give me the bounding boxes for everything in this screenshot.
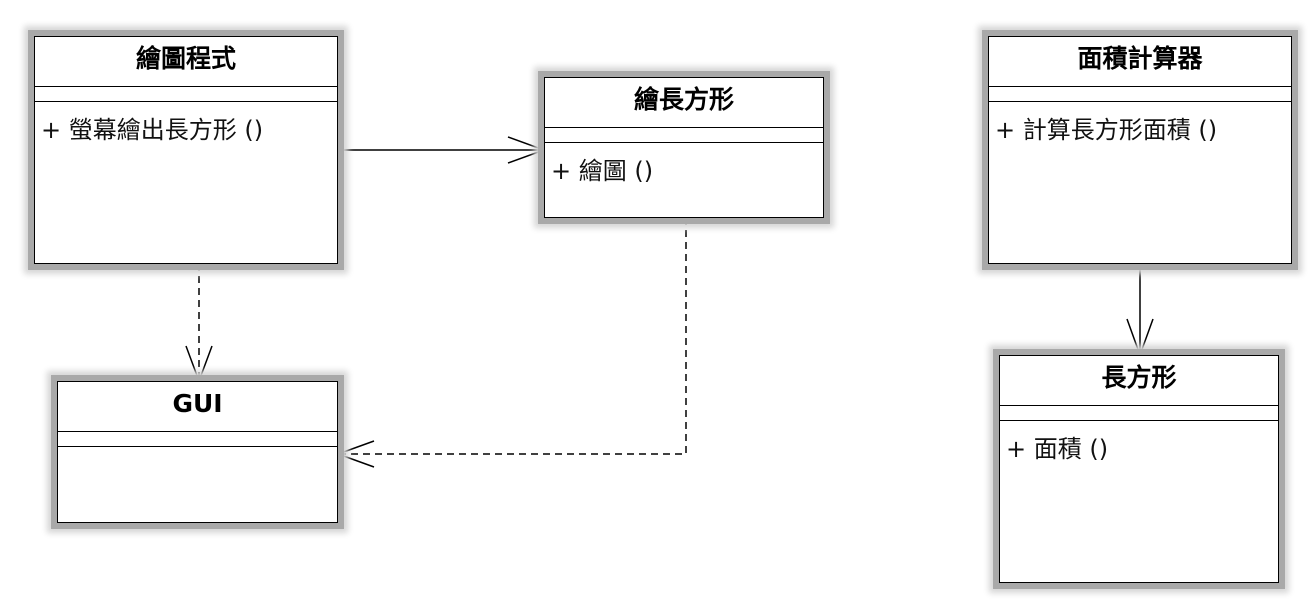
class-name: 繪長方形 xyxy=(545,78,823,128)
attributes-compartment xyxy=(1000,406,1278,421)
class-name: 繪圖程式 xyxy=(35,37,337,87)
class-draw-rectangle[interactable]: 繪長方形 + 繪圖 () xyxy=(544,77,824,218)
dependency-draw-rectangle-to-gui xyxy=(335,218,687,468)
attributes-compartment xyxy=(35,87,337,102)
class-rectangle[interactable]: 長方形 + 面積 () xyxy=(999,355,1279,583)
class-name: GUI xyxy=(58,382,337,432)
attributes-compartment xyxy=(545,128,823,143)
attributes-compartment xyxy=(989,87,1291,102)
class-area-calculator[interactable]: 面積計算器 + 計算長方形面積 () xyxy=(988,36,1292,264)
dependency-drawing-program-to-gui xyxy=(185,264,213,384)
operation xyxy=(58,447,337,455)
class-name: 長方形 xyxy=(1000,356,1278,406)
operation: + 面積 () xyxy=(1006,435,1109,463)
operation: + 繪圖 () xyxy=(551,157,654,185)
attributes-compartment xyxy=(58,432,337,447)
association-area-calculator-to-rectangle xyxy=(1126,264,1154,358)
class-gui[interactable]: GUI xyxy=(57,381,338,523)
operation: + 螢幕繪出長方形 () xyxy=(41,116,264,144)
operation: + 計算長方形面積 () xyxy=(995,116,1218,144)
class-name: 面積計算器 xyxy=(989,37,1291,87)
association-drawing-program-to-draw-rectangle xyxy=(338,136,547,164)
class-drawing-program[interactable]: 繪圖程式 + 螢幕繪出長方形 () xyxy=(34,36,338,264)
